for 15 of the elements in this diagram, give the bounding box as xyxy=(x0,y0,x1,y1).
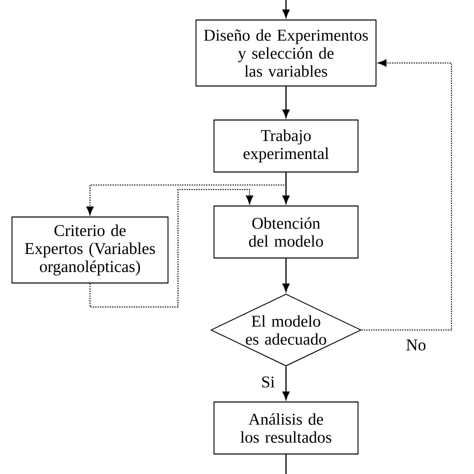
process-box: Trabajo experimental xyxy=(214,120,358,172)
process-box: Análisis de los resultados xyxy=(214,402,358,454)
edge-label: Si xyxy=(260,375,276,389)
arrow xyxy=(282,86,290,118)
process-box: Criterio de Expertos (Variables organolépticas) xyxy=(12,216,168,284)
arrow xyxy=(282,366,290,400)
arrow xyxy=(86,172,286,216)
arrow xyxy=(360,59,452,330)
arrow xyxy=(90,189,254,308)
process-box: Obtención del modelo xyxy=(214,206,358,258)
process-box: Diseño de Experimentos y selección de las variables xyxy=(196,20,376,86)
arrow xyxy=(282,258,290,292)
arrow xyxy=(282,172,290,204)
arrow xyxy=(282,0,290,18)
edge-label: No xyxy=(404,338,428,352)
